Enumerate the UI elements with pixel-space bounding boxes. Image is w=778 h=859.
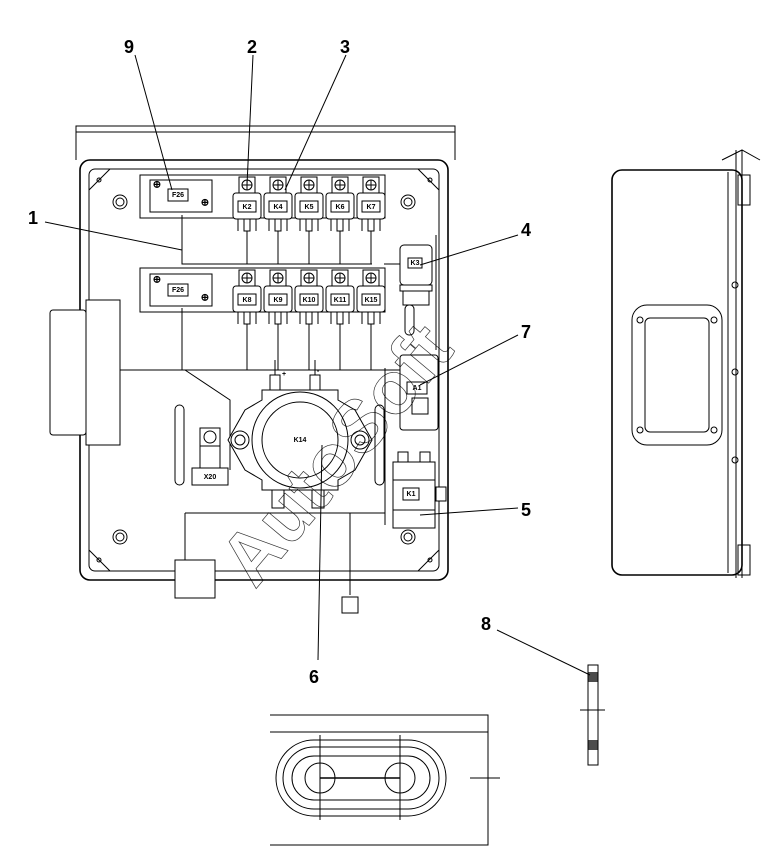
relay-label: K6	[336, 204, 345, 211]
wiring	[181, 215, 400, 614]
callout-9: 9	[124, 37, 134, 57]
relay-k9: K9	[263, 269, 293, 370]
fuse-bottom-label: F26	[172, 287, 184, 294]
relay-label: K9	[274, 297, 283, 304]
relay-k15: K15	[356, 269, 386, 370]
minus-terminal-label: -	[317, 368, 320, 375]
callout-1: 1	[28, 208, 38, 228]
k3-label: K3	[411, 260, 420, 267]
terminal-x20: X20	[191, 427, 229, 486]
side-connector	[49, 299, 438, 446]
relay-k7: K7	[356, 176, 386, 264]
svg-text:⊕: ⊕	[201, 293, 209, 304]
relay-k11: K11	[325, 269, 355, 370]
side-view	[611, 149, 761, 578]
x20-label: X20	[204, 474, 217, 481]
callout-5: 5	[521, 500, 531, 520]
relay-row-bottom: K8 K9 K10 K11 K15	[232, 269, 386, 370]
svg-text:⊕: ⊕	[153, 180, 161, 191]
callout-4: 4	[521, 220, 531, 240]
lid-flange	[75, 125, 456, 160]
fuse-top: F26 ⊕ ⊕	[149, 179, 213, 213]
relay-label: K4	[274, 204, 283, 211]
relay-label: K2	[243, 204, 252, 211]
relay-row-top: K2 K4 K5 K6 K7	[232, 176, 386, 264]
callout-6: 6	[309, 667, 319, 687]
callout-2: 2	[247, 37, 257, 57]
relay-k14: + - K14	[227, 368, 373, 509]
fuse-bottom: F26 ⊕ ⊕	[149, 273, 213, 307]
bottom-view	[270, 714, 500, 846]
relay-k5: K5	[294, 176, 324, 264]
relay-label: K8	[243, 297, 252, 304]
callouts: 9 2 3 1 4 7 5 6 8	[28, 37, 591, 687]
callout-7: 7	[521, 322, 531, 342]
k1-label: K1	[407, 491, 416, 498]
relay-label: K7	[367, 204, 376, 211]
relay-k4: K4	[263, 176, 293, 264]
relay-label: K11	[334, 297, 347, 304]
relay-label: K5	[305, 204, 314, 211]
relay-label: K10	[303, 297, 316, 304]
relay-k10: K10	[294, 269, 324, 370]
callout-8: 8	[481, 614, 491, 634]
bottom-gland	[174, 559, 216, 599]
a1-label: A1	[413, 385, 422, 392]
gasket-section	[580, 664, 605, 766]
k14-label: K14	[294, 437, 307, 444]
callout-3: 3	[340, 37, 350, 57]
module-a1: A1	[384, 354, 439, 525]
relay-k1: K1	[392, 451, 447, 529]
relay-label: K15	[365, 297, 378, 304]
relay-k3: K3	[399, 235, 437, 350]
svg-text:⊕: ⊕	[201, 198, 209, 209]
fuse-top-label: F26	[172, 192, 184, 199]
relay-k6: K6	[325, 176, 355, 264]
svg-text:⊕: ⊕	[153, 275, 161, 286]
plus-terminal-label: +	[282, 371, 286, 378]
relay-k2: K2	[232, 176, 262, 264]
relay-k8: K8	[232, 269, 262, 370]
